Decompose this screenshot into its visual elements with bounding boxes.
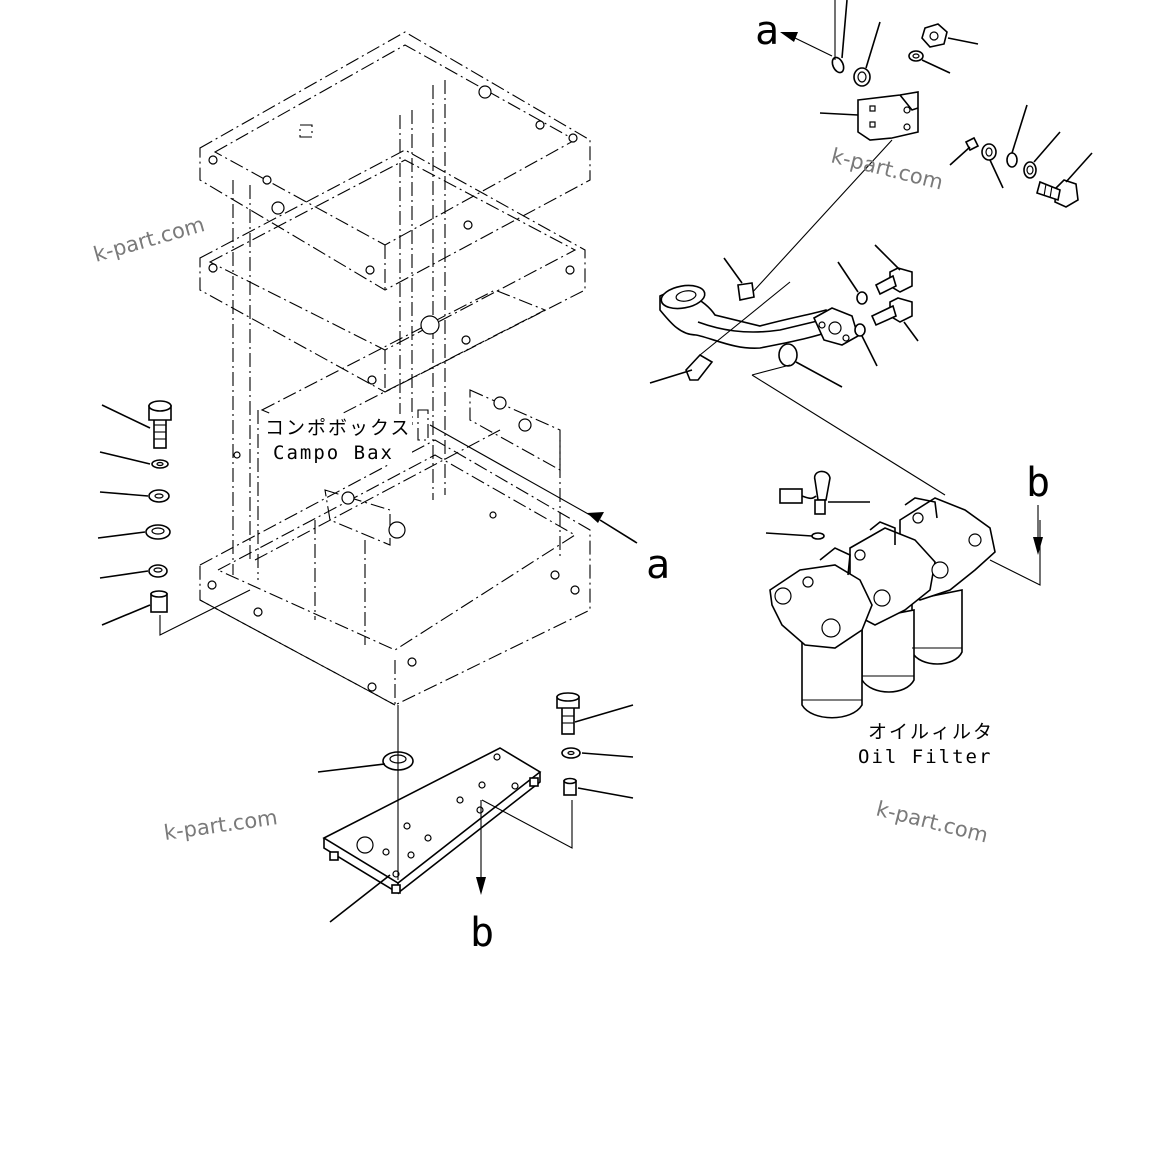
oil-filter-caption-jp: オイルィルタ <box>868 721 994 743</box>
callout-letter-a-top: a <box>755 8 779 54</box>
arrow-a-middle <box>429 424 638 544</box>
compo-box-caption-bg <box>262 414 412 464</box>
compo-box-caption-jp: コンポボックス <box>265 417 411 439</box>
left-hardware-stack <box>97 400 251 636</box>
oil-filter-assembly <box>765 470 1043 719</box>
compo-box-caption-en: Campo Bax <box>273 442 394 464</box>
oil-filter-caption-en: Oil Filter <box>858 746 992 768</box>
compo-box-frame <box>199 31 591 706</box>
callout-letter-b-bottom: b <box>470 910 494 956</box>
callout-letter-a-mid: a <box>646 542 670 588</box>
watermark: k-part.com <box>829 144 946 195</box>
callout-letter-b-right: b <box>1026 460 1050 506</box>
bottom-plate-assembly <box>317 692 634 923</box>
watermark: k-part.com <box>874 797 991 848</box>
watermark: k-part.com <box>91 212 208 267</box>
watermark: k-part.com <box>162 805 279 845</box>
hose-bracket-assembly <box>649 0 1093 496</box>
